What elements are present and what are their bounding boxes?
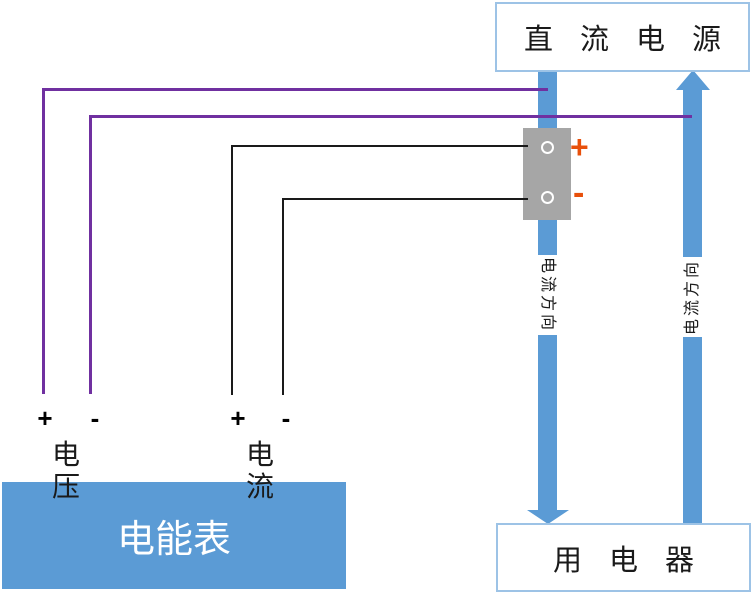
energy-meter-box: 电能表 (2, 482, 346, 589)
terminal-plus-sign: + (570, 129, 589, 165)
voltage-minus-sign: - (90, 403, 100, 433)
dc-power-source-label: 直流电源 (524, 24, 749, 56)
dc-power-source-box: 直流电源 (495, 2, 750, 72)
current-minus-wire-vertical (282, 198, 284, 395)
voltage-terminals-label: 电压 (51, 440, 96, 503)
energy-meter-label: 电能表 (116, 519, 231, 561)
current-terminals-label: 电流 (245, 440, 290, 503)
current-plus-wire-vertical (231, 145, 233, 395)
voltage-plus-wire-vertical (42, 88, 45, 394)
voltage-plus-wire-horizontal (42, 88, 548, 91)
terminal-hole-plus (541, 141, 554, 154)
current-plus-wire-horizontal (231, 145, 528, 147)
arrow-up-icon (676, 70, 710, 90)
voltage-minus-wire-horizontal (89, 115, 692, 118)
current-plus-sign: + (230, 403, 246, 433)
voltage-plus-sign: + (37, 403, 53, 433)
voltage-minus-wire-vertical (89, 115, 92, 394)
terminal-minus-sign: - (573, 174, 585, 212)
terminal-block (523, 128, 571, 220)
current-minus-wire-horizontal (282, 198, 528, 200)
flow-direction-label-right: 电流方向 (678, 257, 708, 337)
terminal-hole-minus (541, 191, 554, 204)
current-minus-sign: - (281, 403, 291, 433)
load-label: 用电器 (552, 544, 721, 577)
arrow-down-icon (527, 510, 569, 524)
load-box: 用电器 (496, 523, 751, 592)
flow-direction-label-left: 电流方向 (532, 255, 562, 335)
